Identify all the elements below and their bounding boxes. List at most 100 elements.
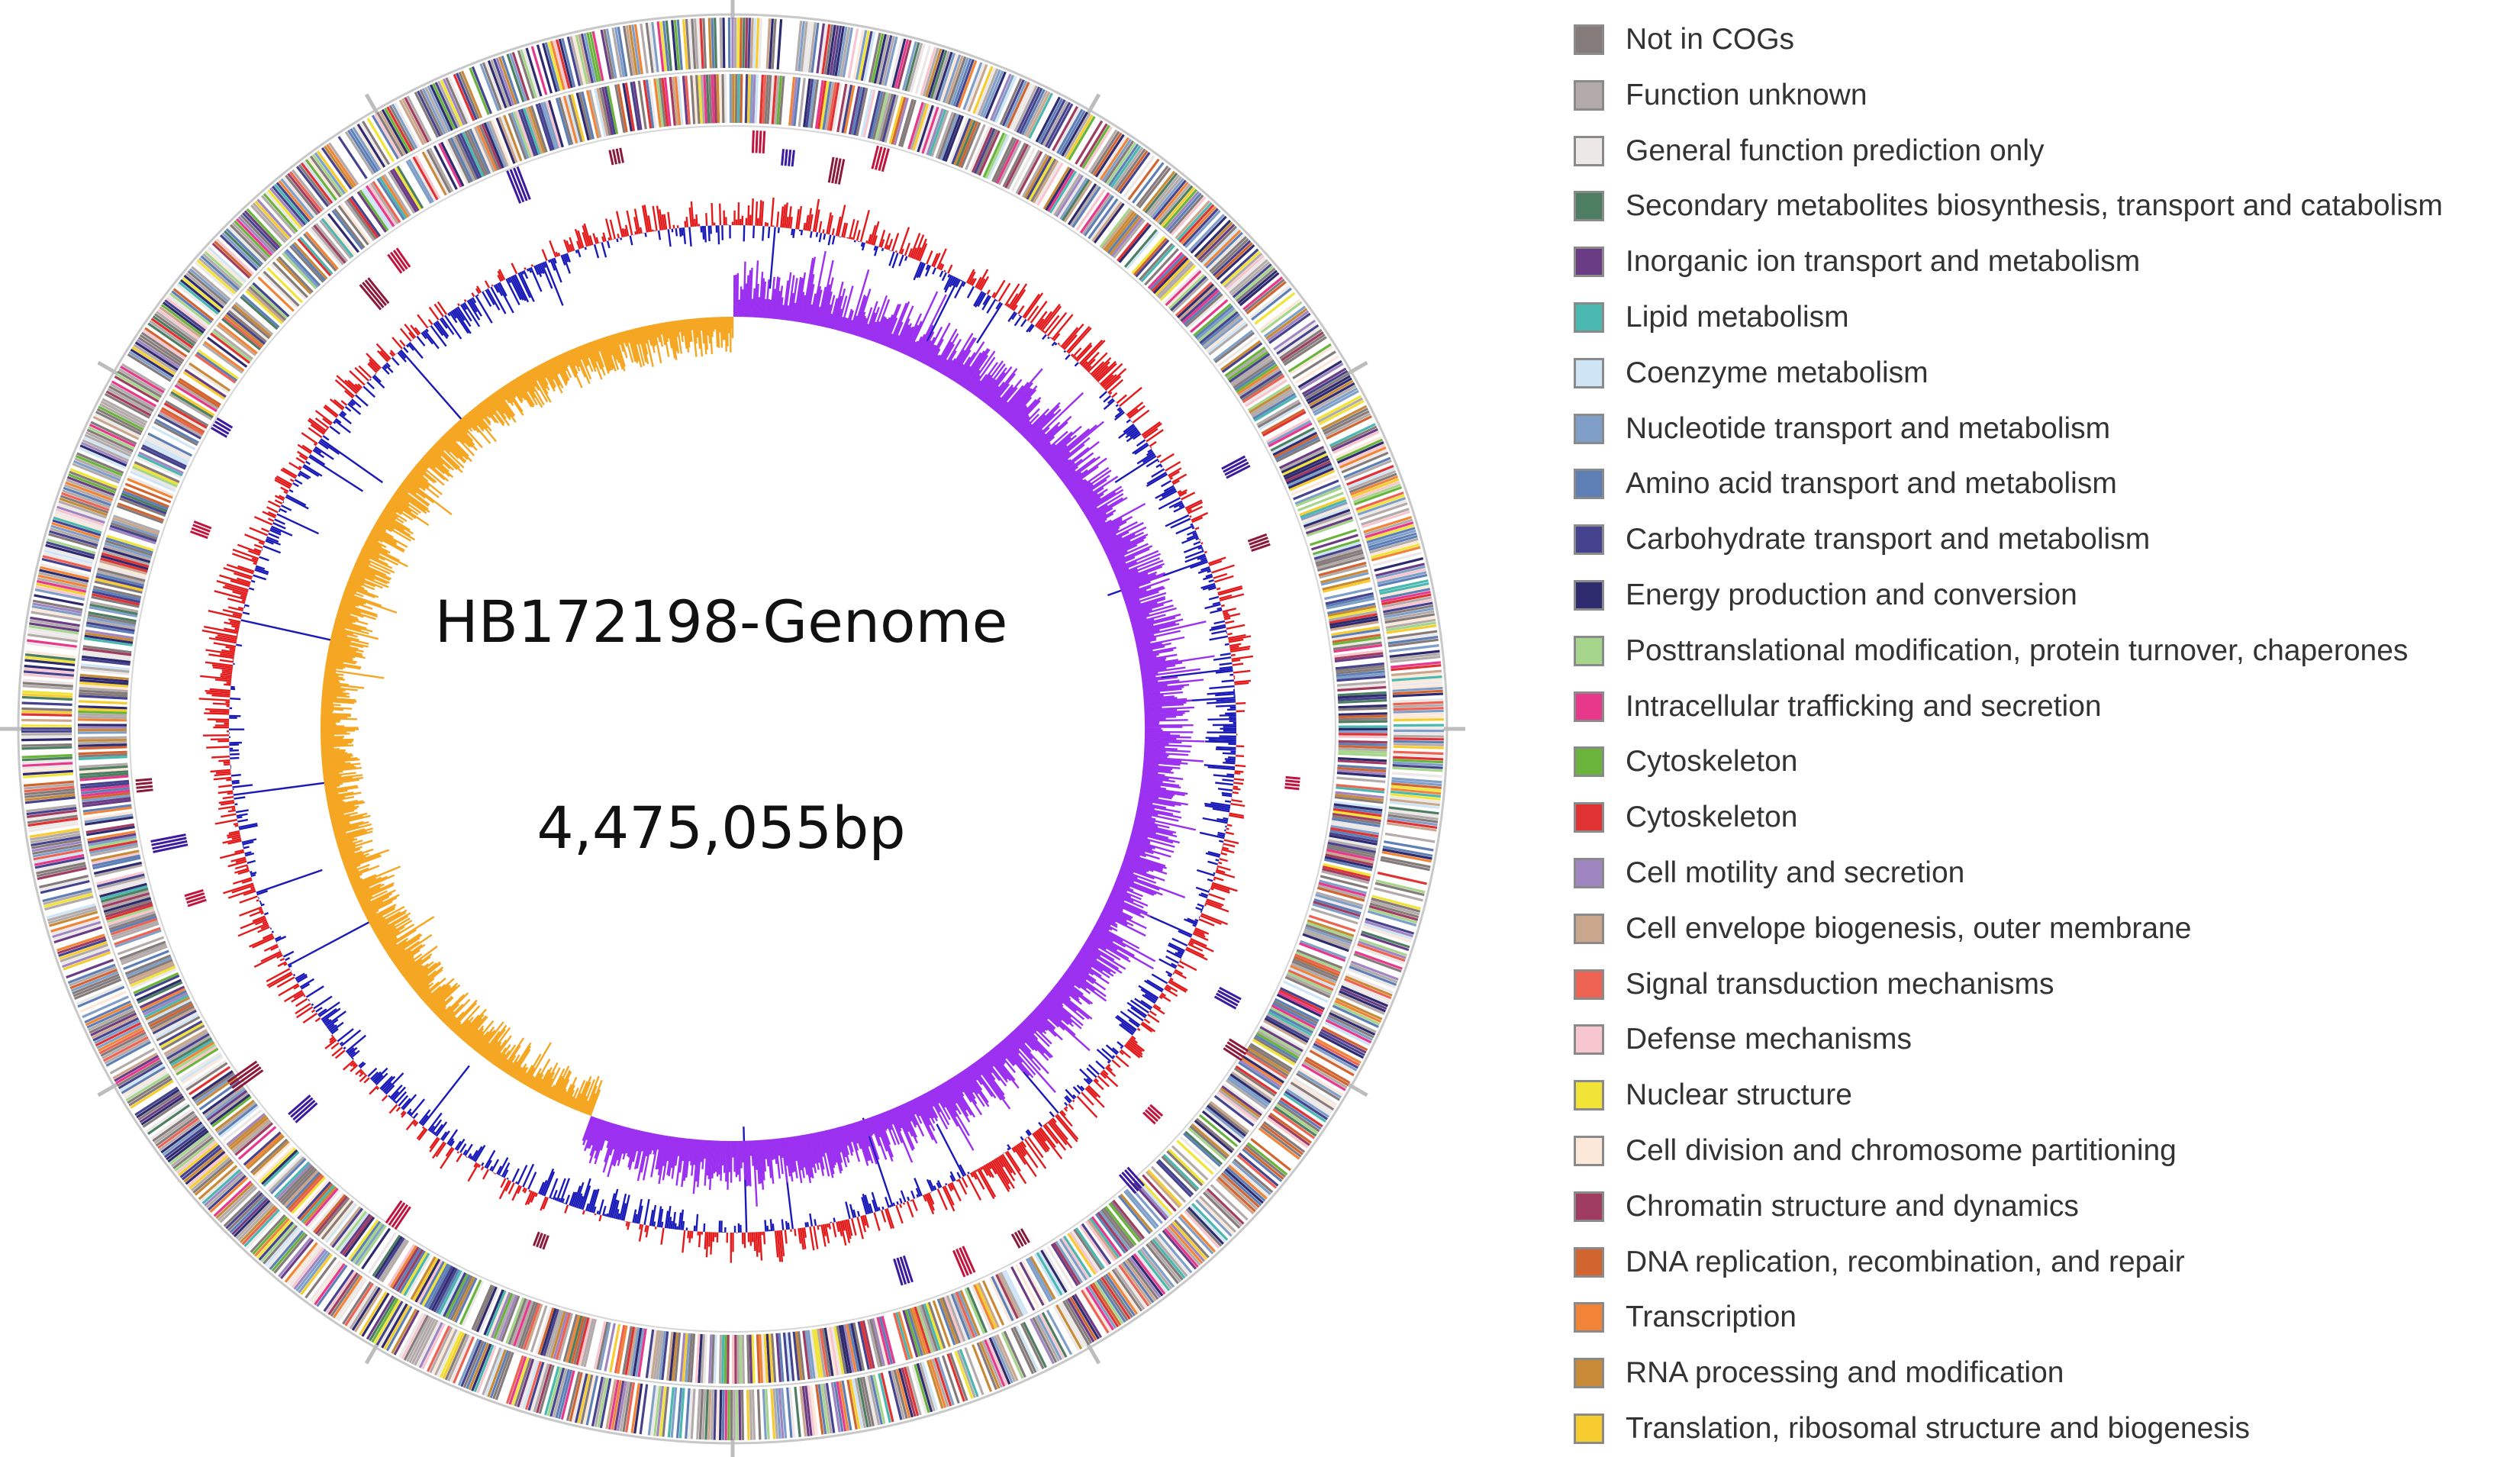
cog-gene-block [749, 1334, 753, 1384]
cog-gene-block [194, 1160, 234, 1196]
cog-gene-block [947, 56, 967, 105]
gc-content-bar [1006, 303, 1010, 308]
cog-gene-block [881, 35, 895, 85]
cog-gene-block [614, 27, 625, 78]
gc-content-bar [682, 227, 687, 244]
cog-gene-block [418, 1322, 443, 1368]
cog-gene-block [1338, 747, 1387, 752]
cog-gene-block [1393, 743, 1444, 746]
cog-gene-block [685, 1388, 691, 1439]
gc-content-bar [885, 244, 889, 250]
cog-gene-block [1319, 564, 1368, 579]
cog-gene-block [1320, 572, 1369, 586]
cog-gene-block [893, 97, 909, 146]
cog-gene-block [1099, 137, 1129, 181]
cog-gene-block [1384, 840, 1434, 852]
gc-content-bar [1215, 782, 1234, 786]
cog-gene-block [263, 192, 298, 233]
cog-gene-block [903, 1366, 920, 1417]
cog-gene-block [1147, 251, 1184, 289]
cog-gene-block [943, 54, 962, 103]
cog-gene-block [176, 283, 218, 318]
cog-gene-block [765, 18, 772, 69]
cog-gene-block [727, 1334, 730, 1384]
cog-gene-block [698, 1389, 704, 1440]
gc-content-bar [753, 1232, 756, 1252]
cog-gene-block [794, 21, 803, 72]
cog-gene-block [1325, 1019, 1372, 1044]
gc-content-bar [1215, 748, 1236, 751]
cog-gene-block [1285, 459, 1331, 482]
cog-gene-block [1338, 717, 1387, 721]
cog-gene-block [888, 1370, 903, 1420]
cog-gene-block [1271, 429, 1316, 454]
cog-gene-block [98, 405, 144, 431]
cog-gene-block [1313, 543, 1362, 560]
cog-gene-block [1071, 1294, 1100, 1340]
cog-gene-block [1175, 200, 1210, 240]
cog-gene-block [1256, 399, 1300, 427]
cog-gene-block [917, 105, 934, 153]
gc-content-bar [688, 227, 692, 247]
gc-content-bar [279, 949, 281, 952]
rna-marker [1017, 1230, 1027, 1246]
cog-gene-block [60, 495, 109, 514]
cog-gene-block [1342, 980, 1391, 1002]
cog-gene-block [179, 1144, 221, 1178]
cog-gene-block [79, 446, 126, 469]
gc-content-bar [770, 197, 775, 227]
cog-gene-block [549, 1367, 566, 1417]
cog-gene-block [145, 1101, 189, 1133]
gc-content-bar [1112, 1055, 1116, 1059]
cog-gene-block [1023, 154, 1050, 199]
gc-content-bar [1009, 283, 1028, 309]
cog-gene-block [1183, 291, 1222, 326]
cog-gene-block [89, 423, 136, 448]
gc-content-bar [1233, 787, 1241, 791]
cog-gene-block [383, 1304, 411, 1350]
cog-gene-block [1325, 592, 1374, 605]
cog-gene-block [1216, 244, 1255, 281]
cog-gene-block [1055, 174, 1084, 218]
cog-gene-block [910, 102, 927, 150]
cog-gene-block [63, 486, 111, 507]
cog-gene-block [878, 1373, 891, 1423]
cog-gene-block [1391, 785, 1442, 792]
cog-gene-block [1249, 385, 1292, 414]
cog-gene-block [1117, 222, 1150, 262]
cog-gene-block [1171, 196, 1207, 236]
gc-content-bar [1155, 463, 1162, 469]
cog-gene-block [1329, 1009, 1377, 1033]
gc-content-bar [859, 209, 870, 243]
cog-gene-block [271, 1232, 306, 1272]
cog-gene-block [1236, 267, 1276, 302]
gc-content-bar [314, 1017, 321, 1023]
cog-gene-block [243, 1208, 280, 1247]
cog-gene-block [102, 1036, 149, 1062]
gc-content-bar [827, 234, 832, 246]
cog-gene-block [1327, 604, 1377, 617]
cog-gene-block [893, 1369, 908, 1419]
cog-gene-block [29, 622, 79, 633]
cog-gene-block [1060, 1301, 1088, 1347]
cog-gene-block [1231, 1160, 1271, 1196]
cog-gene-block [830, 1381, 841, 1433]
gc-content-bar [678, 227, 682, 237]
cog-gene-block [912, 103, 930, 151]
cog-gene-block [1110, 145, 1142, 189]
cog-gene-block [1303, 369, 1349, 398]
cog-gene-block [889, 37, 904, 88]
cog-gene-block [1103, 211, 1136, 251]
cog-gene-block [867, 1375, 881, 1426]
gc-content-bar [388, 1104, 398, 1114]
cog-gene-block [969, 126, 991, 172]
cog-gene-block [891, 38, 907, 89]
cog-gene-block [906, 1365, 922, 1416]
cog-gene-block [1291, 1079, 1336, 1109]
cog-gene-block [1249, 285, 1291, 319]
cog-gene-block [939, 53, 959, 102]
cog-gene-block [758, 18, 762, 69]
cog-gene-block [991, 137, 1015, 182]
gc-content-bar [1211, 564, 1235, 574]
cog-gene-block [1204, 317, 1244, 350]
